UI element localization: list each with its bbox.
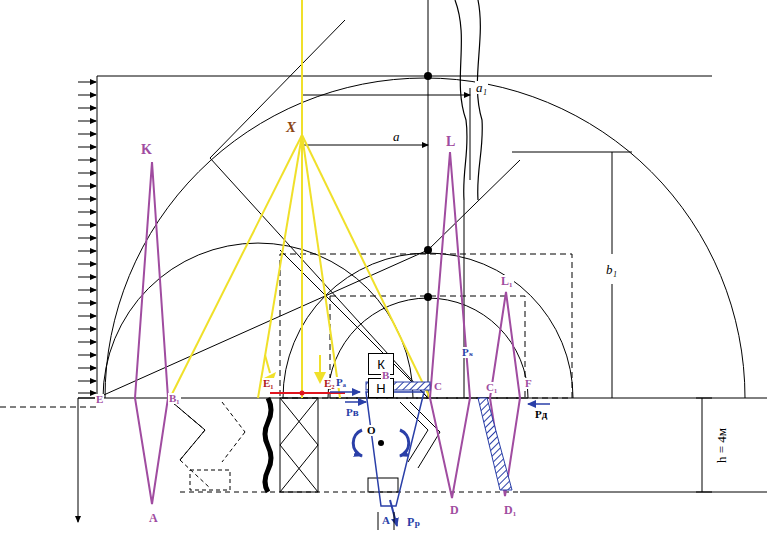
point-label: b₁	[605, 263, 618, 276]
point-label: D₁	[503, 504, 517, 516]
point-label: L₁	[500, 275, 514, 287]
box-letter: К	[377, 358, 385, 371]
point-label: E₂	[323, 378, 336, 389]
point-label: B₁	[168, 393, 181, 404]
point-label: A	[148, 512, 159, 524]
point-label: Pₐ	[335, 377, 347, 388]
point-label: a	[392, 130, 401, 143]
point-label: Pₛ	[461, 347, 474, 358]
letter-box: Н	[368, 378, 394, 398]
point-label: Pд	[534, 409, 548, 420]
point-label: Pₚ	[406, 516, 421, 528]
point-label: A	[381, 515, 391, 526]
point-label: K	[140, 143, 153, 157]
box-letter: Н	[376, 382, 385, 395]
point-label: E	[95, 394, 104, 405]
point-label: B	[381, 370, 390, 381]
point-label: C	[433, 381, 443, 392]
point-label: D	[449, 504, 460, 516]
point-label: X	[285, 120, 297, 135]
point-label: C₁	[485, 382, 498, 393]
point-label: L	[445, 135, 456, 149]
dimension-label: h = 4м	[715, 427, 728, 464]
point-label: Pв	[345, 407, 360, 418]
point-label: a₁	[475, 81, 488, 94]
point-label: E₁	[262, 378, 275, 389]
point-label: F	[524, 378, 533, 389]
point-label: O	[366, 425, 377, 436]
